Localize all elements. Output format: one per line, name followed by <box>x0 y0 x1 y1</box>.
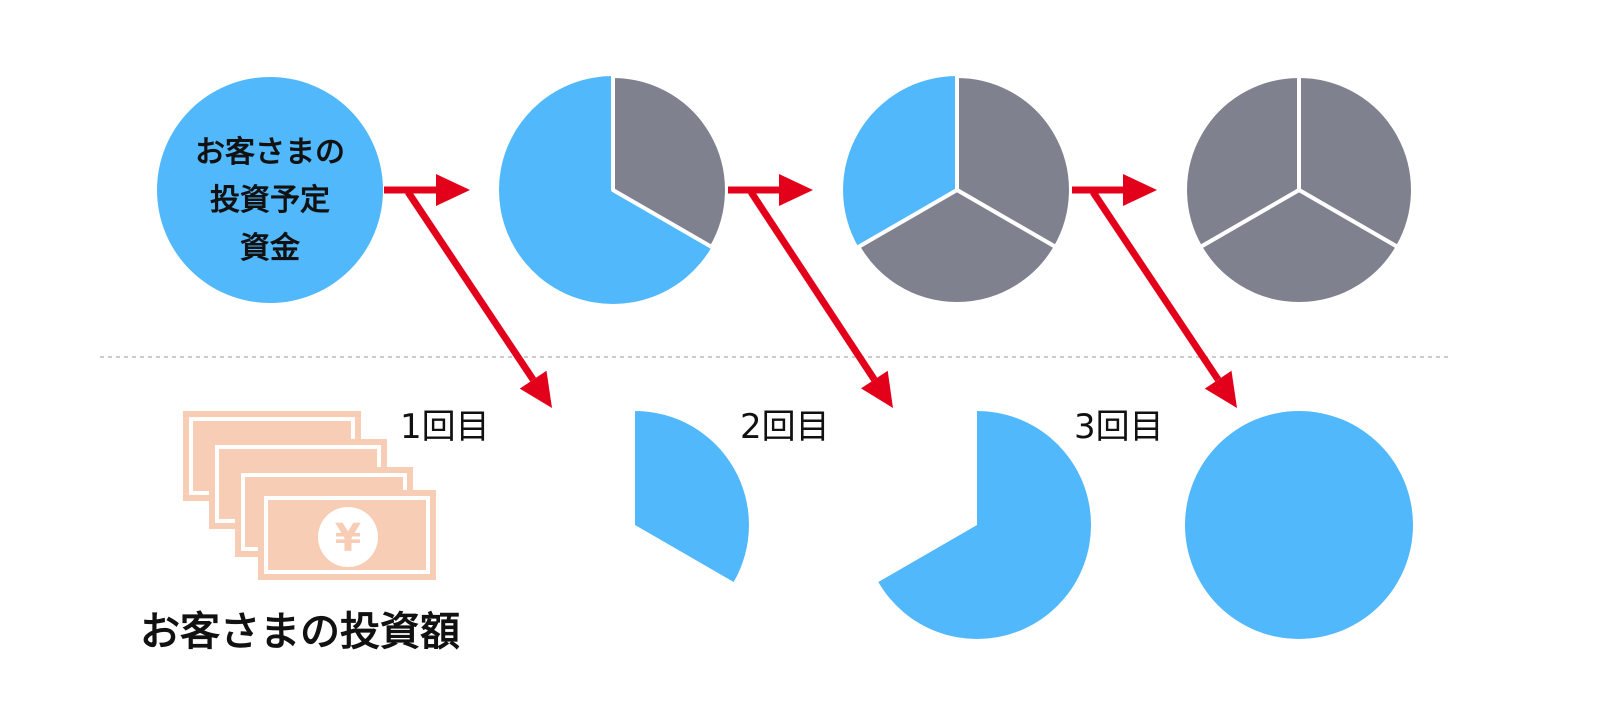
arrow-down-right-icon <box>1204 370 1237 408</box>
invested-amount-pie-3 <box>1185 411 1413 639</box>
flow-arrows <box>384 174 1237 408</box>
arrow-right-icon <box>436 174 470 206</box>
planned-funds-label-line-1: お客さまの <box>195 135 345 170</box>
planned-funds-label-line-3: 資金 <box>240 231 301 266</box>
banknote-stack-icon: ¥ <box>183 411 436 580</box>
remaining-funds-pie-2 <box>843 74 1073 306</box>
invested-slice <box>611 74 729 249</box>
yen-icon <box>318 507 378 567</box>
round-label-3: 3回目 <box>1074 407 1164 447</box>
round-label-1: 1回目 <box>400 407 490 447</box>
invested-slice <box>1198 188 1400 306</box>
banknote-border <box>264 496 430 574</box>
investment-amount-label: お客さまの投資額 <box>140 609 460 655</box>
arrow-invest-round-3 <box>1090 190 1222 382</box>
arrow-invest-round-2 <box>748 190 878 382</box>
round-label-2: 2回目 <box>740 407 830 447</box>
remaining-slice <box>498 75 712 304</box>
invested-slice <box>856 188 1058 306</box>
arrow-down-right-icon <box>861 370 893 408</box>
remaining-funds-pies <box>498 74 1415 306</box>
remaining-funds-pie-1 <box>498 74 729 304</box>
invested-amount-pie-2 <box>878 411 1092 639</box>
arrow-down-right-icon <box>519 370 552 408</box>
planned-funds-circle: お客さまの 投資予定 資金 <box>157 77 383 303</box>
arrow-right-icon <box>779 174 813 206</box>
yen-symbol: ¥ <box>335 516 361 560</box>
invested-amount-pies <box>635 411 1413 639</box>
arrow-invest-round-1 <box>405 190 537 382</box>
planned-funds-label-line-2: 投資予定 <box>210 183 330 218</box>
arrow-right-icon <box>1123 174 1157 206</box>
remaining-funds-pie-3 <box>1183 74 1415 306</box>
invested-slice <box>1183 74 1301 249</box>
invested-amount-pie-1 <box>635 411 749 582</box>
